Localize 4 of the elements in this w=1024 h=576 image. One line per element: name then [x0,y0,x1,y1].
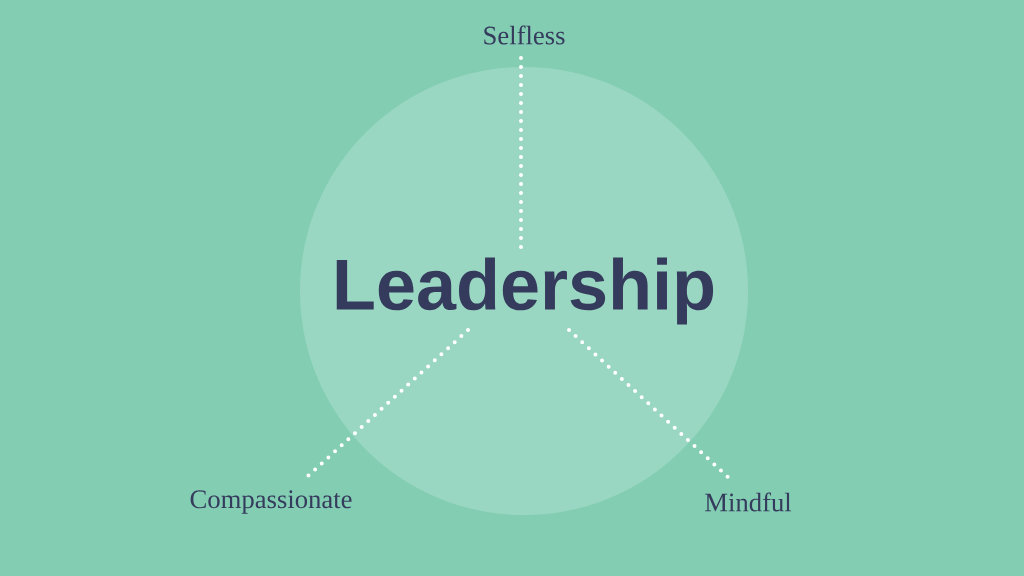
label: Selfless [484,25,565,45]
dotted-line [567,328,731,480]
dotted-line [306,328,470,478]
dotted-line [519,55,523,249]
